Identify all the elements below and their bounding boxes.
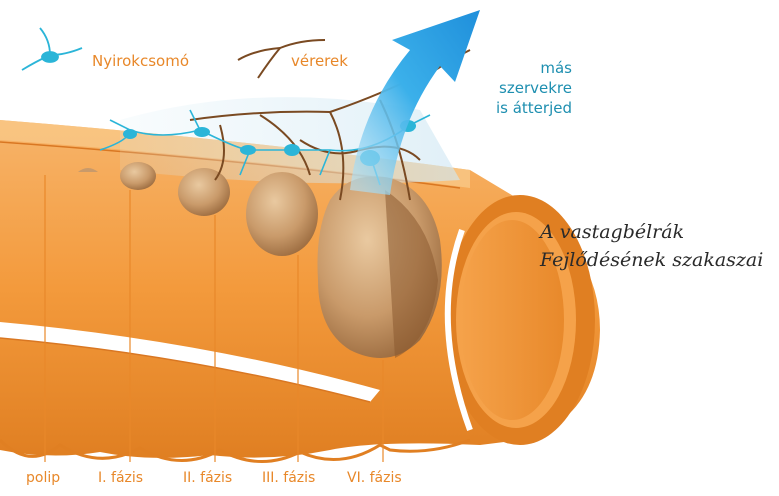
stage-3-tumor xyxy=(246,172,318,256)
stage-label-2: II. fázis xyxy=(183,470,232,486)
stage-label-polyp: polip xyxy=(26,470,60,486)
stage-label-3: III. fázis xyxy=(262,470,315,486)
vessel-label: vérerek xyxy=(291,52,348,70)
title-line-2: Fejlődésének szakaszai xyxy=(540,246,763,274)
stage-1-tumor xyxy=(120,162,156,190)
stage-2-tumor xyxy=(178,168,230,216)
spread-line-2: szervekre xyxy=(462,78,572,98)
spread-line-1: más xyxy=(462,58,572,78)
title-line-1: A vastagbélrák xyxy=(540,218,763,246)
figure-title: A vastagbélrák Fejlődésének szakaszai xyxy=(540,218,763,274)
spread-label: más szervekre is átterjed xyxy=(462,58,572,118)
stage-label-1: I. fázis xyxy=(98,470,143,486)
lymph-node-label: Nyirokcsomó xyxy=(92,52,189,70)
stage-label-4: VI. fázis xyxy=(347,470,402,486)
lymph-node-legend-icon xyxy=(22,28,82,70)
spread-line-3: is átterjed xyxy=(462,98,572,118)
